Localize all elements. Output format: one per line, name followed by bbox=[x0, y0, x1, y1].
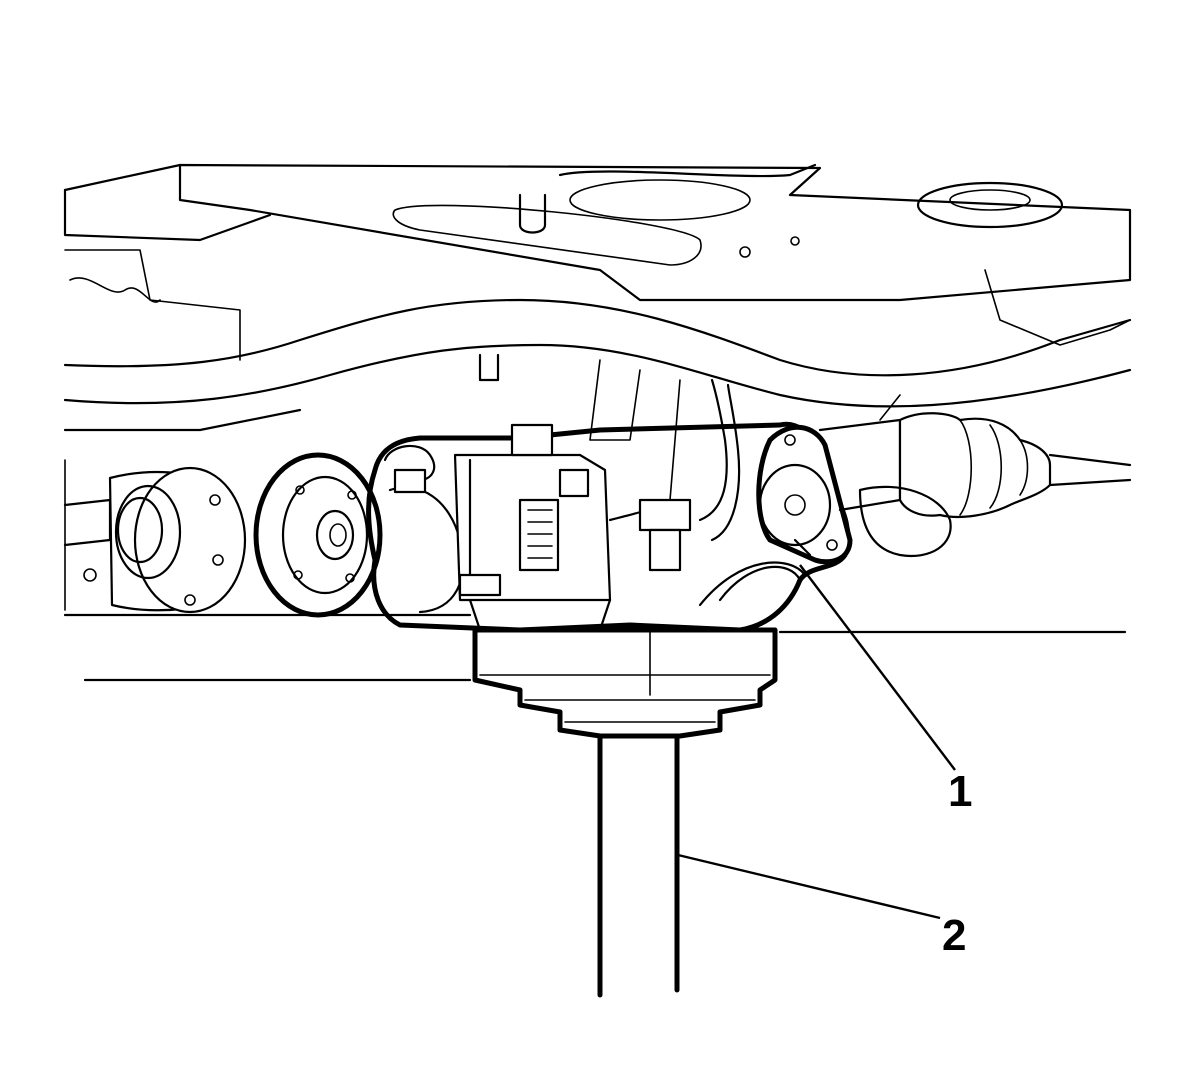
pinion-flange bbox=[253, 452, 383, 618]
leader-line-2 bbox=[677, 853, 941, 920]
control-module bbox=[453, 423, 612, 632]
rear-subframe bbox=[63, 249, 1132, 611]
jack-post bbox=[597, 733, 680, 998]
vehicle-underbody bbox=[63, 163, 1132, 302]
rear-mount-bracket bbox=[756, 424, 853, 565]
callout-label-1: 1 bbox=[948, 767, 973, 816]
wiring-harness bbox=[383, 378, 741, 572]
callout-label-2: 2 bbox=[942, 911, 967, 960]
jack-platform bbox=[63, 613, 1127, 739]
leader-line-1 bbox=[799, 564, 956, 771]
left-axle-flange bbox=[63, 466, 247, 614]
right-axle bbox=[818, 394, 1132, 558]
callout-leaders bbox=[677, 564, 956, 920]
